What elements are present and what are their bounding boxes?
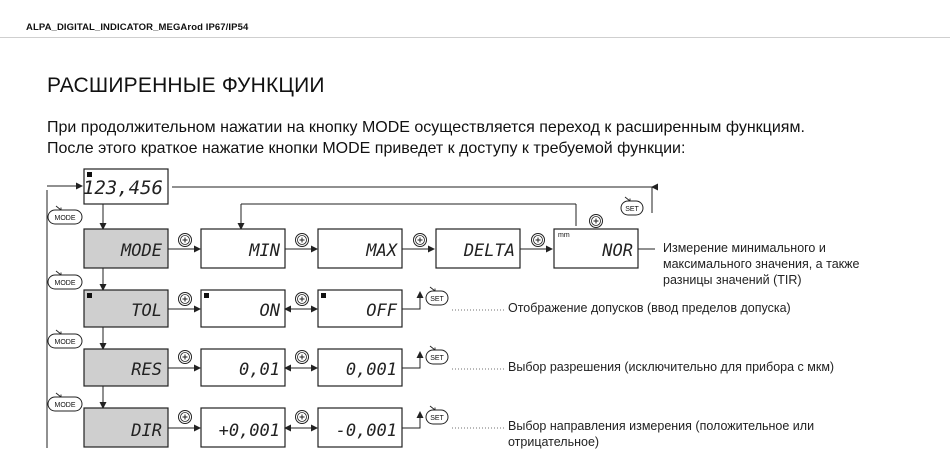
main-display-value: 123,456 bbox=[83, 177, 163, 199]
header-divider bbox=[0, 37, 950, 38]
press-icon[interactable] bbox=[589, 214, 603, 228]
dir-description-line-1: Выбор направления измерения (положительн… bbox=[508, 419, 814, 433]
nor-display-label: NOR bbox=[601, 241, 633, 261]
mm-unit-label: mm bbox=[558, 232, 570, 239]
set-button-dir-label: SET bbox=[430, 415, 444, 422]
row-dir: DIR +0,001 -0,001 bbox=[83, 407, 424, 448]
set-return-line bbox=[172, 183, 658, 213]
press-icon[interactable] bbox=[178, 233, 192, 247]
press-icon[interactable] bbox=[178, 292, 192, 306]
mode-button-2[interactable]: MODE bbox=[47, 270, 83, 290]
set-button-res-label: SET bbox=[430, 355, 444, 362]
mode-description-line-1: Измерение минимального и bbox=[663, 241, 826, 255]
max-display-label: MAX bbox=[365, 241, 398, 261]
press-icon[interactable] bbox=[178, 350, 192, 364]
mode-description-line-3: разницы значений (TIR) bbox=[663, 273, 802, 287]
mode-description-line-2: максимального значения, а также bbox=[663, 257, 859, 271]
dir-description-line-2: отрицательное) bbox=[508, 435, 599, 449]
row-tol: TOL ON OFF bbox=[83, 289, 424, 328]
mode-button-1-label: MODE bbox=[55, 215, 76, 222]
res-display-label: RES bbox=[131, 360, 162, 380]
set-button-tol[interactable]: SET bbox=[425, 286, 449, 306]
mode-button-1[interactable]: MODE bbox=[47, 205, 83, 225]
set-button-top[interactable]: SET bbox=[620, 196, 644, 216]
mode-button-4[interactable]: MODE bbox=[47, 392, 83, 412]
press-icon[interactable] bbox=[413, 233, 427, 247]
tol-display-label: TOL bbox=[131, 301, 162, 321]
intro-line-1: При продолжительном нажатии на кнопку MO… bbox=[47, 119, 805, 136]
off-display-label: OFF bbox=[366, 301, 397, 321]
intro-text: При продолжительном нажатии на кнопку MO… bbox=[47, 117, 927, 159]
row-res: RES 0,01 0,001 bbox=[83, 348, 424, 387]
min-display-label: MIN bbox=[248, 241, 280, 261]
on-display-label: ON bbox=[260, 301, 281, 321]
mode-button-3-label: MODE bbox=[55, 339, 76, 346]
res-0001-display-label: 0,001 bbox=[346, 360, 397, 380]
press-icon[interactable] bbox=[295, 233, 309, 247]
press-icon[interactable] bbox=[178, 410, 192, 424]
mode-display-label: MODE bbox=[120, 241, 163, 261]
main-display: 123,456 bbox=[83, 168, 169, 205]
res-001-display-label: 0,01 bbox=[239, 360, 280, 380]
mode-button-2-label: MODE bbox=[55, 280, 76, 287]
nor-return-line bbox=[237, 203, 577, 230]
delta-display-label: DELTA bbox=[463, 241, 515, 261]
mode-button-3[interactable]: MODE bbox=[47, 329, 83, 349]
press-icon[interactable] bbox=[295, 350, 309, 364]
res-description: Выбор разрешения (исключительно для приб… bbox=[508, 360, 834, 374]
section-title: РАСШИРЕННЫЕ ФУНКЦИИ bbox=[47, 74, 325, 97]
set-button-res[interactable]: SET bbox=[425, 345, 449, 365]
dir-negative-display-label: -0,001 bbox=[336, 421, 397, 441]
press-icon[interactable] bbox=[295, 292, 309, 306]
mode-button-4-label: MODE bbox=[55, 402, 76, 409]
set-button-dir[interactable]: SET bbox=[425, 405, 449, 425]
intro-line-2: После этого краткое нажатие кнопки MODE … bbox=[47, 140, 686, 157]
tol-description: Отображение допусков (ввод пределов допу… bbox=[508, 301, 791, 315]
dir-display-label: DIR bbox=[130, 421, 162, 441]
mode-loop-line bbox=[46, 182, 83, 448]
document-code: ALPA_DIGITAL_INDICATOR_MEGArod IP67/IP54 bbox=[26, 22, 249, 33]
set-button-top-label: SET bbox=[625, 206, 639, 213]
press-icon[interactable] bbox=[531, 233, 545, 247]
row-mode: MODE MIN MAX DELTA mm NOR bbox=[83, 228, 639, 269]
dir-positive-display-label: +0,001 bbox=[219, 421, 280, 441]
set-button-tol-label: SET bbox=[430, 296, 444, 303]
press-icon[interactable] bbox=[295, 410, 309, 424]
